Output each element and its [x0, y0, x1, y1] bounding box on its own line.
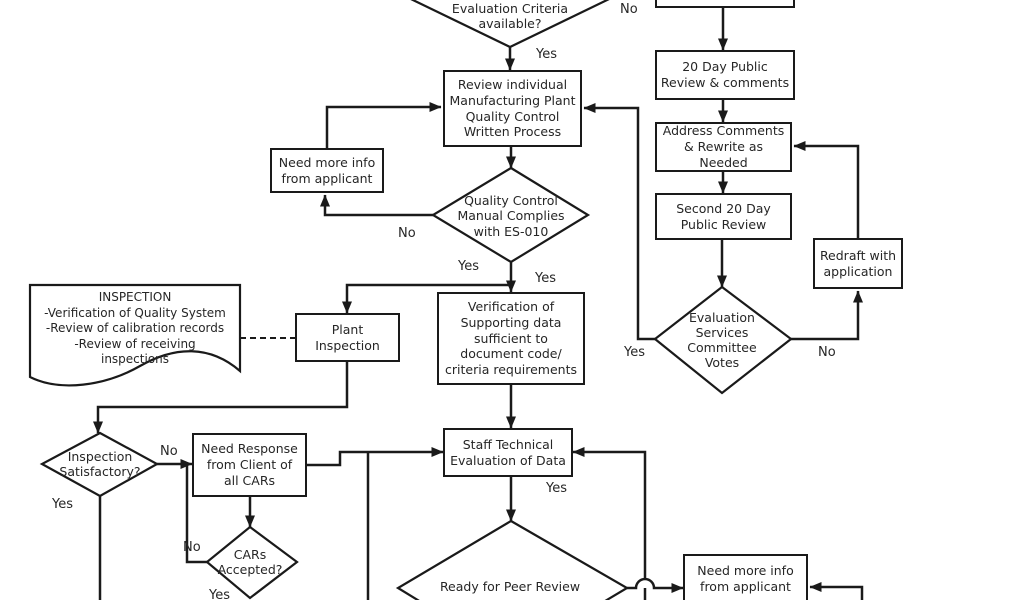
node-second-public-review: Second 20 Day Public Review	[655, 193, 792, 240]
edge-label-staff-yes: Yes	[546, 481, 567, 496]
edge-peerreview-to-needinfo-bottom	[627, 577, 684, 593]
edge-label-cars-no: No	[183, 540, 201, 555]
edge-label-qc-yes-left: Yes	[458, 259, 479, 274]
edge-label-eval-yes: Yes	[536, 47, 557, 62]
edge-committee-yes-to-review	[583, 103, 655, 341]
ready-for-peer-review-decision-shape	[395, 519, 630, 600]
edge-carsaccepted-no-loop	[185, 464, 207, 564]
edge-qcmanual-no-to-needinfo	[320, 194, 433, 217]
node-need-response-cars: Need Response from Client of all CARs	[192, 433, 307, 497]
node-ready-for-peer-review-label: Ready for Peer Review	[439, 579, 581, 595]
edge-committee-no-to-redraft	[791, 290, 863, 341]
edge-label-inspection-no: No	[160, 444, 178, 459]
edge-redraft-to-address	[793, 141, 860, 238]
edge-label-qc-no: No	[398, 226, 416, 241]
edge-bottomright-to-needinfo-bottom	[809, 582, 864, 600]
node-plant-inspection: Plant Inspection	[295, 313, 400, 362]
node-inspection-satisfactory-label: Inspection Satisfactory?	[59, 448, 141, 479]
node-evaluation-criteria-label: Evaluation Criteria available?	[451, 0, 569, 31]
edge-label-cars-yes: Yes	[209, 588, 230, 600]
inspection-note-document-shape	[28, 283, 242, 387]
edge-label-committee-yes: Yes	[624, 345, 645, 360]
node-redraft-with-application: Redraft with application	[813, 238, 903, 289]
node-committee-votes-label: Evaluation Services Committee Votes	[687, 309, 757, 371]
node-need-more-info-bottom: Need more info from applicant	[683, 554, 808, 600]
edge-needinfo-to-review	[325, 102, 442, 148]
node-20-day-public-review: 20 Day Public Review & comments	[655, 50, 795, 100]
edge-label-eval-no: No	[620, 2, 638, 17]
edge-bottom-to-stafftechnical	[572, 447, 647, 600]
cars-accepted-decision-shape	[205, 525, 299, 600]
committee-votes-decision-shape	[653, 285, 793, 395]
node-need-more-info-top: Need more info from applicant	[270, 148, 384, 193]
node-verification-supporting-data: Verification of Supporting data sufficie…	[437, 292, 585, 385]
edge-needresponse-to-stafftechnical	[307, 447, 444, 467]
edge-label-qc-yes-right: Yes	[535, 271, 556, 286]
edge-label-inspection-yes: Yes	[52, 497, 73, 512]
node-qc-manual-complies-label: Quality Control Manual Complies with ES-…	[457, 193, 565, 239]
cutoff-top-box	[655, 0, 795, 8]
node-inspection-note-label: INSPECTION -Verification of Quality Syst…	[44, 290, 226, 367]
node-review-plant-process: Review individual Manufacturing Plant Qu…	[443, 70, 582, 147]
node-cars-accepted-label: CARs Accepted?	[217, 546, 283, 577]
node-staff-technical-evaluation: Staff Technical Evaluation of Data	[443, 428, 573, 477]
edge-qcmanual-yes-to-plantinspection	[342, 283, 511, 314]
edge-label-committee-no: No	[818, 345, 836, 360]
edge-plantinspection-to-satisfactory	[93, 362, 349, 434]
node-address-comments: Address Comments & Rewrite as Needed	[655, 122, 792, 172]
